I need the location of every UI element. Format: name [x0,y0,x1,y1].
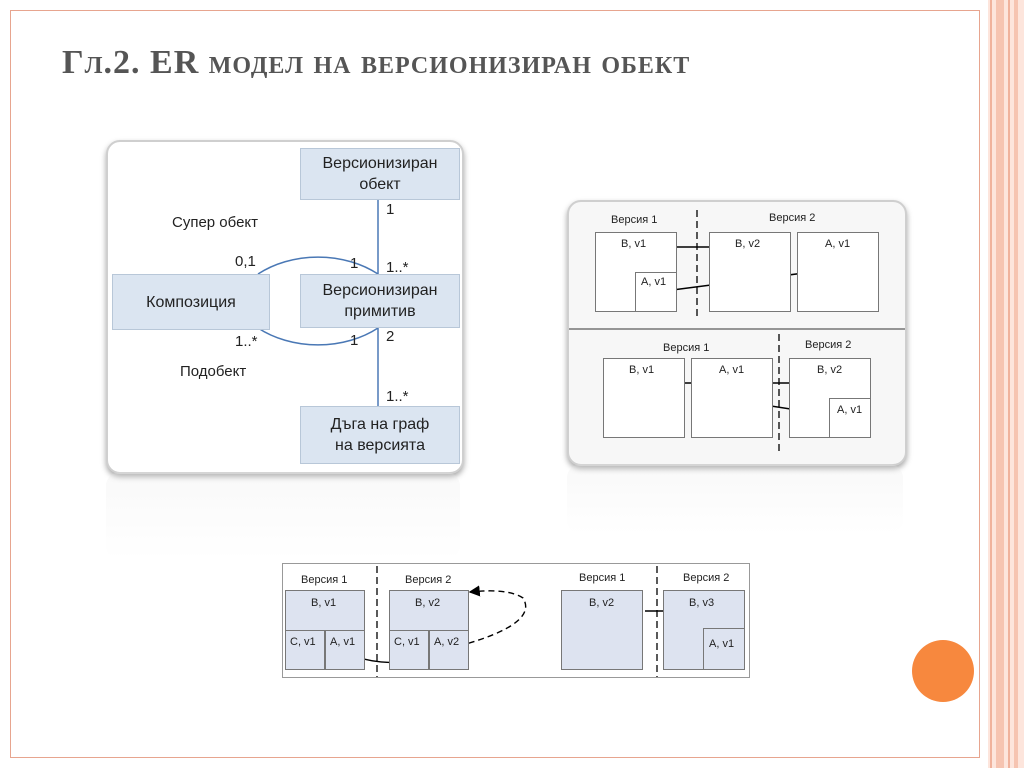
entity-composition: Композиция [112,274,270,330]
object-box [709,232,791,312]
decor-stripe [1008,0,1010,768]
decor-stripe [990,0,992,768]
object-label: A, v2 [434,636,460,648]
version-label: Версия 1 [611,214,658,226]
object-label: B, v3 [689,597,715,609]
object-label: B, v1 [621,238,647,250]
object-box [635,272,677,312]
cardinality-label: 1..* [386,388,409,405]
role-super-object: Супер обект [172,214,259,231]
object-label: A, v1 [825,238,851,250]
version-label: Версия 2 [769,212,816,224]
object-label: C, v1 [290,636,316,648]
decor-stripe [996,0,1004,768]
er-connectors [257,200,379,406]
object-label: A, v1 [330,636,356,648]
cardinality-label: 2 [386,328,395,345]
object-box [325,630,365,670]
object-box [691,358,773,438]
accent-circle [912,640,974,702]
slide-frame [10,10,980,758]
object-box [389,630,429,670]
cardinality-label: 1 [350,332,359,349]
object-label: B, v2 [735,238,761,250]
er-diagram-reflection [106,472,460,560]
object-label: B, v1 [629,364,655,376]
cardinality-label: 1..* [235,333,258,350]
version-label: Версия 1 [663,342,710,354]
slide-title: Гл.2. ER модел на версионизиран обект [62,44,691,81]
object-label: B, v2 [415,597,441,609]
object-label: B, v1 [311,597,337,609]
object-label: C, v1 [394,636,420,648]
decor-stripe [1014,0,1018,768]
object-box [797,232,879,312]
cardinality-label: 1 [350,255,359,272]
object-label: A, v1 [641,276,667,288]
object-box [603,358,685,438]
cardinality-label: 0,1 [235,253,256,270]
object-label: B, v2 [589,597,615,609]
versions-diagram-reflection [567,464,903,534]
version-label: Версия 2 [805,339,852,351]
bottom-diagram: Версия 1 Версия 2 B, v1 C, v1 A, v1 B, v… [282,563,750,678]
version-label: Версия 2 [683,572,730,584]
object-box [429,630,469,670]
version-label: Версия 2 [405,574,452,586]
object-label: A, v1 [837,404,863,416]
cardinality-label: 1 [386,201,395,218]
object-box [829,398,871,438]
version-label: Версия 1 [579,572,626,584]
version-label: Версия 1 [301,574,348,586]
object-label: A, v1 [719,364,745,376]
object-box [703,628,745,670]
object-box [285,630,325,670]
versions-diagram: Версия 1 Версия 2 B, v1 A, v1 B, v2 A, v… [567,200,907,466]
decor-stripe [988,0,1024,768]
cardinality-label: 1..* [386,259,409,276]
object-label: B, v2 [817,364,843,376]
object-label: A, v1 [709,638,735,650]
object-box [561,590,643,670]
role-sub-object: Подобект [180,363,247,380]
